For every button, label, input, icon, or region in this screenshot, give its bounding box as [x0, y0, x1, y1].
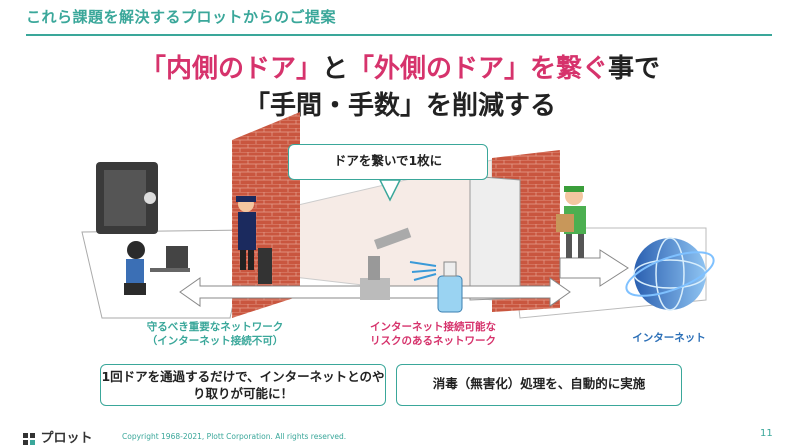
label-risk-line-1: インターネット接続可能な	[370, 321, 496, 333]
security-guard-icon	[236, 196, 256, 270]
callout-single-pass: 1回ドアを通過するだけで、インターネットとのやり取りが可能に！	[100, 364, 386, 406]
label-internal-network: 守るべき重要なネットワーク （インターネット接続不可）	[130, 320, 300, 348]
label-risk-network: インターネット接続可能な リスクのあるネットワーク	[348, 320, 518, 348]
headline-outer-door: 「外側のドア」	[347, 54, 530, 84]
headline-inner-door: 「内側のドア」	[139, 54, 322, 84]
office-worker-icon	[124, 241, 190, 295]
label-internet: インターネット	[632, 332, 706, 344]
callout-connect-door: ドアを繋いで1枚に	[288, 144, 488, 180]
slide-header: これら課題を解決するプロットからのご提案	[26, 8, 337, 26]
spray-bottle-icon	[409, 261, 463, 313]
delivery-person-icon	[556, 186, 586, 258]
headline-connect: を繋ぐ	[530, 54, 609, 84]
headline-by: 事で	[608, 54, 661, 84]
monitor-icon	[258, 248, 272, 284]
door	[469, 175, 521, 301]
headline-line-1: 「内側のドア」と「外側のドア」を繋ぐ事で	[0, 48, 800, 85]
globe-icon	[625, 237, 715, 311]
footer-logo: プロット	[22, 427, 93, 446]
safe-icon	[96, 162, 158, 234]
headline-to: と	[321, 54, 348, 84]
label-internal-line-1: 守るべき重要なネットワーク	[146, 321, 284, 333]
callout-pointer	[378, 179, 402, 202]
label-internal-line-2: （インターネット接続不可）	[146, 335, 284, 347]
label-risk-line-2: リスクのあるネットワーク	[370, 335, 496, 347]
logo-mark-icon	[22, 432, 36, 446]
footer-copyright: Copyright 1968-2021, Plott Corporation. …	[122, 432, 347, 441]
internal-floor	[81, 229, 251, 319]
header-divider	[26, 34, 772, 36]
right-arrow	[559, 249, 629, 287]
callout-sanitize: 消毒（無害化）処理を、自動的に実施	[396, 364, 682, 406]
robot-arm-icon	[360, 227, 412, 300]
page-number: 11	[760, 428, 773, 439]
footer-logo-text: プロット	[40, 431, 93, 446]
